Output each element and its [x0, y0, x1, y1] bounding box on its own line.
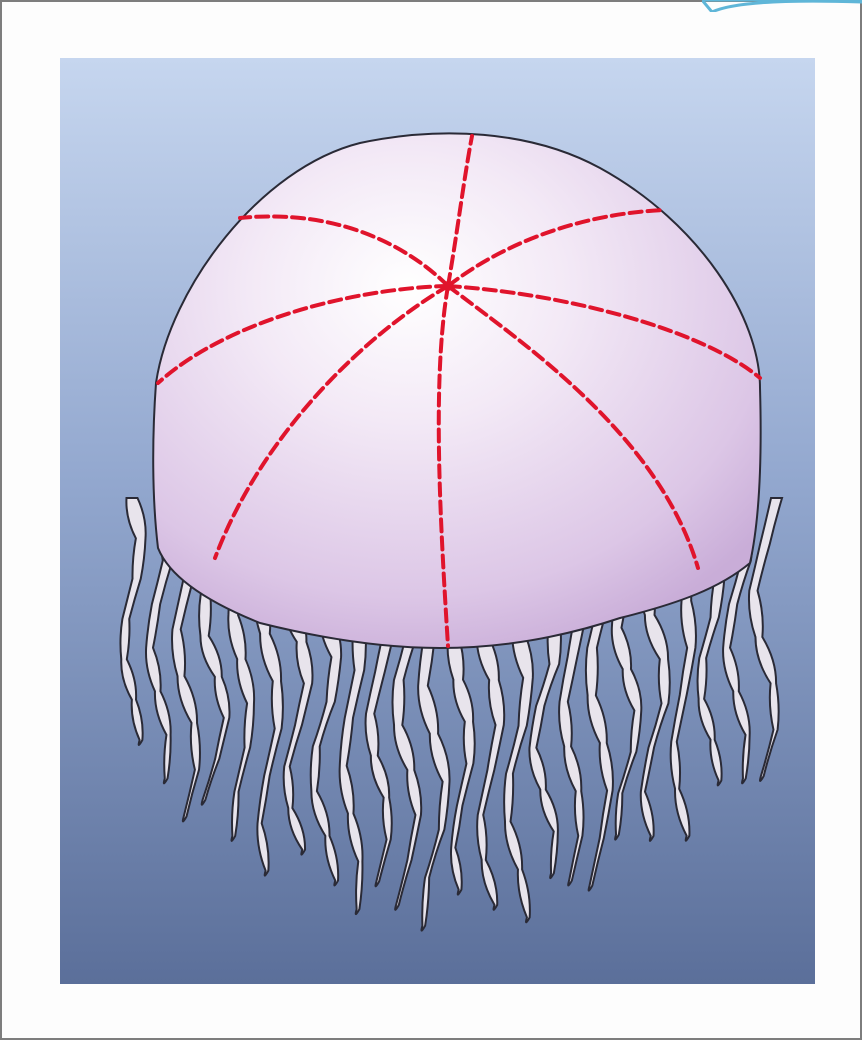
jellyfish-svg [60, 58, 815, 984]
bell-apex-point [443, 281, 453, 291]
jellyfish-illustration [60, 58, 815, 984]
corner-accent [702, 0, 862, 12]
